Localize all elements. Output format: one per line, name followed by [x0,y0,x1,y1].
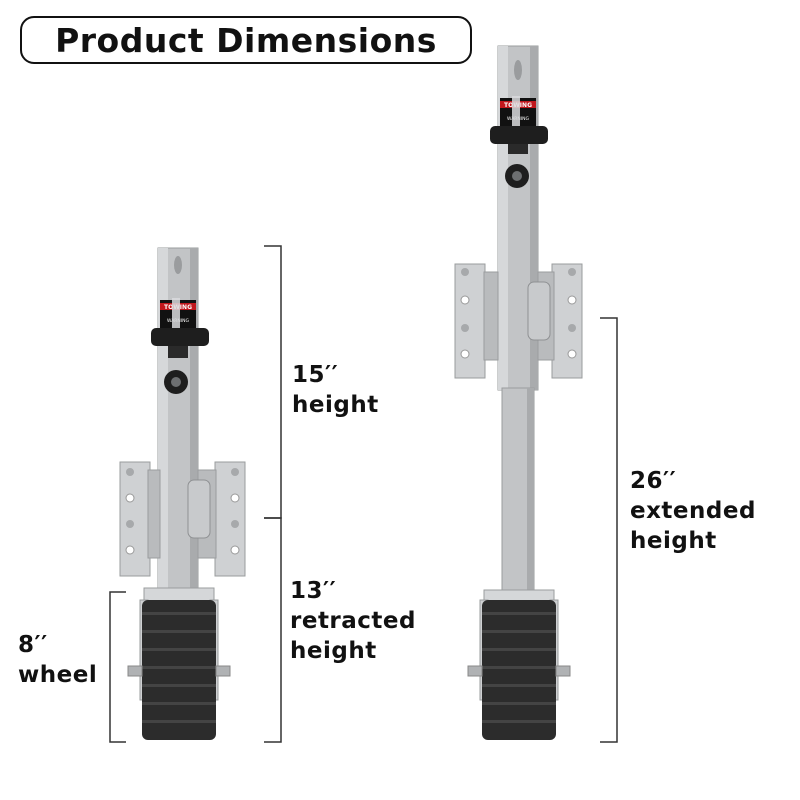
mounting-bracket [454,263,583,379]
mounting-bracket [119,461,246,577]
dimension-8-bracket [109,591,126,743]
jack-extended: TOWING WARNING [454,45,583,740]
wheel [142,600,216,740]
dimension-15-bracket [264,245,282,519]
label-15-height: 15′′ height [292,362,379,418]
title-banner: Product Dimensions [20,16,472,64]
jack-retracted: TOWING WARNING [119,247,246,740]
label-8-wheel: 8′′ wheel [18,632,98,688]
dimension-13-bracket [264,517,282,743]
page-title: Product Dimensions [55,20,437,60]
dimension-26-bracket [600,317,618,743]
warning-decal: TOWING WARNING [500,96,536,132]
clamp-collar [490,126,548,144]
clamp-collar [151,328,209,346]
label-13-retracted-height: 13′′ retracted height [290,578,416,664]
label-26-extended-height: 26′′ extended height [630,468,756,554]
wheel [482,600,556,740]
warning-decal: TOWING WARNING [160,298,196,334]
